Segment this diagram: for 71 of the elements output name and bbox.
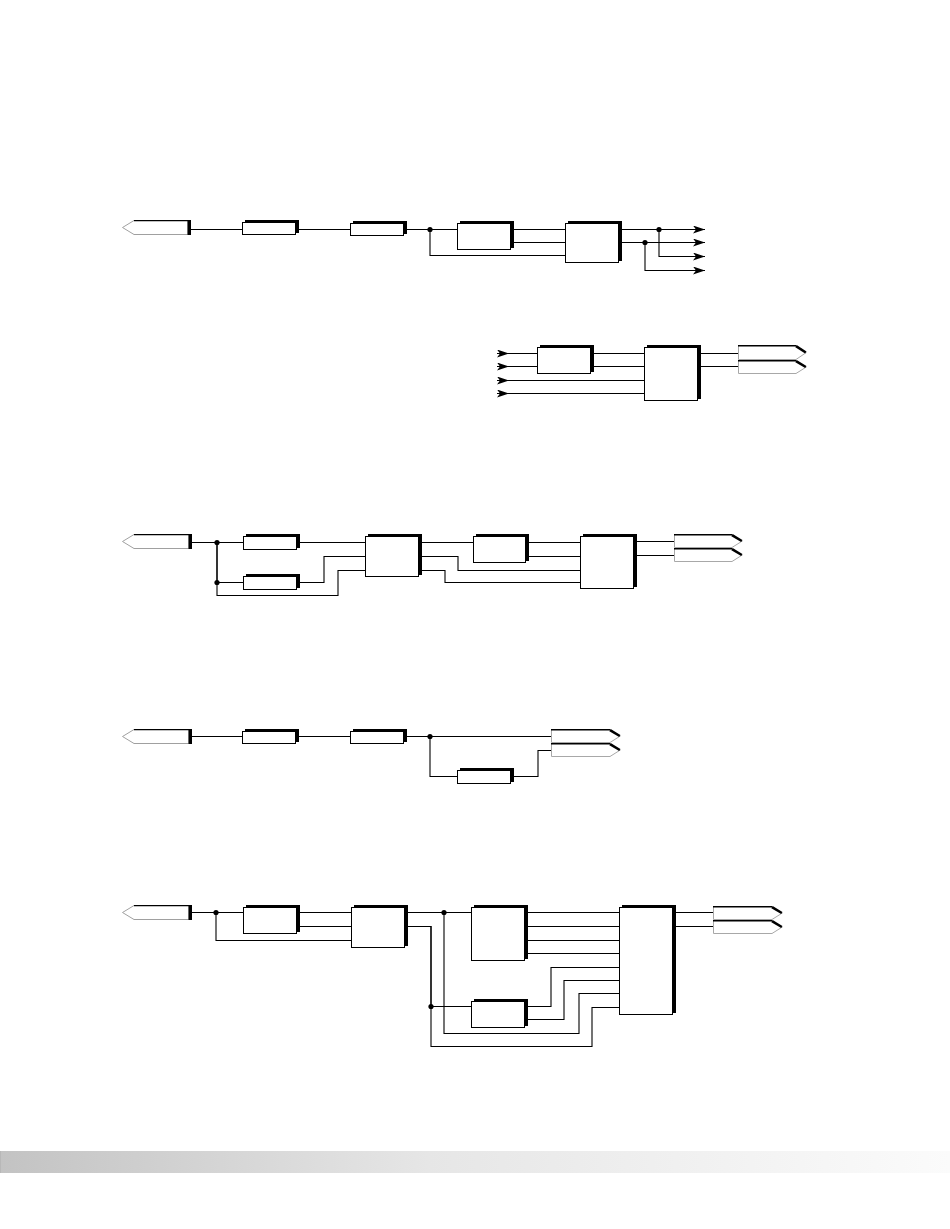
- connector-line: [527, 952, 620, 955]
- connector-line: [636, 540, 675, 543]
- process-block: [350, 221, 407, 236]
- process-block: [537, 345, 594, 374]
- connector-tag: [674, 534, 743, 548]
- process-block: [619, 905, 676, 1015]
- process-block: [471, 905, 528, 961]
- connector-line: [190, 228, 243, 231]
- connector-line: [593, 365, 645, 368]
- connector-line: [527, 925, 620, 928]
- connector-line: [421, 541, 474, 544]
- connector-line: [636, 554, 675, 557]
- connector-line: [406, 735, 458, 778]
- process-block: [350, 729, 407, 744]
- connector-tag: [122, 729, 192, 744]
- connector-line: [299, 555, 366, 584]
- connector-line: [700, 365, 739, 368]
- process-block: [243, 574, 300, 590]
- arrow: [496, 389, 645, 398]
- process-block: [242, 729, 299, 744]
- process-block: [565, 221, 622, 263]
- connector-tag: [713, 906, 783, 920]
- connector-line: [298, 228, 351, 231]
- connector-tag: [122, 905, 192, 920]
- connector-tag: [551, 743, 621, 757]
- connector-line: [406, 228, 566, 257]
- connector-line: [528, 555, 581, 558]
- process-block: [457, 768, 514, 784]
- connector-line: [675, 911, 714, 914]
- arrow: [496, 376, 645, 385]
- connector-line: [298, 735, 351, 738]
- connector-line: [191, 541, 366, 597]
- connector-line: [299, 541, 366, 544]
- connector-tag: [551, 729, 621, 743]
- connector-line: [421, 569, 581, 584]
- process-block: [580, 534, 637, 589]
- connector-tag: [674, 548, 743, 562]
- connector-line: [513, 241, 566, 244]
- connector-tag: [122, 534, 192, 549]
- connector-line: [675, 925, 714, 928]
- connector-tag: [713, 920, 783, 934]
- process-block: [243, 905, 300, 934]
- connector-line: [527, 939, 620, 942]
- arrow: [496, 349, 538, 358]
- process-block: [471, 999, 528, 1028]
- connector-line: [527, 979, 620, 1021]
- process-block: [644, 345, 701, 401]
- connector-line: [191, 911, 352, 942]
- connector-line: [527, 911, 620, 914]
- connector-line: [527, 966, 620, 1008]
- connector-tag: [738, 360, 807, 374]
- process-block: [365, 534, 422, 577]
- connector-line: [513, 228, 566, 231]
- connector-tag: [738, 345, 807, 360]
- process-block: [243, 534, 300, 550]
- process-block: [457, 221, 514, 250]
- connector-line: [421, 555, 581, 572]
- connector-line: [299, 911, 352, 914]
- arrow: [496, 362, 538, 371]
- process-block: [242, 220, 299, 235]
- connector-line: [528, 541, 581, 544]
- connector-line: [191, 735, 243, 738]
- arrow: [621, 241, 706, 275]
- process-block: [473, 534, 529, 563]
- connector-line: [513, 749, 552, 778]
- connector-line: [299, 925, 352, 928]
- arrow: [621, 228, 706, 261]
- connector-tag: [122, 220, 191, 235]
- connector-line: [700, 352, 739, 355]
- connector-line: [593, 352, 645, 355]
- process-block: [351, 905, 408, 948]
